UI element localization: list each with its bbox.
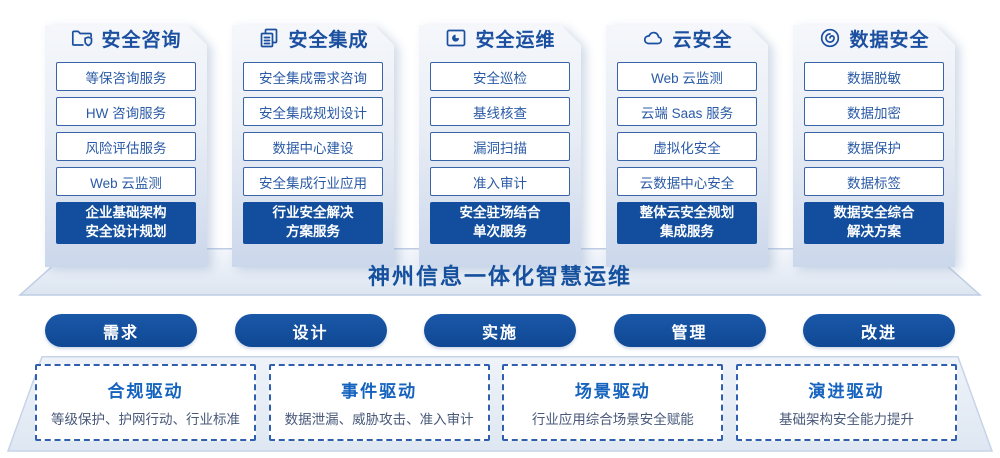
column-header: 安全咨询 bbox=[45, 25, 207, 51]
pill-implementation: 实施 bbox=[424, 314, 576, 347]
service-item: 数据脱敏 bbox=[804, 62, 944, 91]
service-item: 安全集成需求咨询 bbox=[243, 62, 383, 91]
driver-subtitle: 基础架构安全能力提升 bbox=[778, 412, 914, 427]
driver-title: 事件驱动 bbox=[341, 382, 418, 401]
service-columns: 安全咨询 等保咨询服务 HW 咨询服务 风险评估服务 Web 云监测 企业基础架… bbox=[45, 10, 955, 267]
column-cloud-security: 云安全 Web 云监测 云端 Saas 服务 虚拟化安全 云数据中心安全 整体云… bbox=[606, 10, 768, 267]
banner-title: 神州信息一体化智慧运维 bbox=[367, 264, 632, 289]
service-item: 准入审计 bbox=[430, 167, 570, 196]
pill-requirement: 需求 bbox=[45, 314, 197, 347]
driver-title: 场景驱动 bbox=[574, 382, 651, 401]
column-header: 安全运维 bbox=[419, 25, 581, 51]
service-item: 安全集成规划设计 bbox=[243, 97, 383, 126]
service-item: Web 云监测 bbox=[617, 62, 757, 91]
column-security-operations: 安全运维 安全巡检 基线核查 漏洞扫描 准入审计 安全驻场结合 单次服务 bbox=[419, 10, 581, 267]
column-title: 安全咨询 bbox=[101, 29, 182, 51]
service-item: 虚拟化安全 bbox=[617, 132, 757, 161]
cloud-icon bbox=[644, 31, 663, 45]
service-item: 数据标签 bbox=[804, 167, 944, 196]
pill-management: 管理 bbox=[613, 314, 766, 347]
service-item: Web 云监测 bbox=[56, 167, 196, 196]
service-item: 漏洞扫描 bbox=[430, 132, 570, 161]
column-highlight: 行业安全解决 方案服务 bbox=[243, 202, 383, 244]
folder-shield-icon bbox=[72, 30, 93, 47]
process-pills: 需求 设计 实施 管理 改进 bbox=[45, 314, 955, 347]
driver-subtitle: 行业应用综合场景安全赋能 bbox=[531, 412, 694, 427]
column-security-consulting: 安全咨询 等保咨询服务 HW 咨询服务 风险评估服务 Web 云监测 企业基础架… bbox=[45, 10, 207, 267]
service-item: HW 咨询服务 bbox=[56, 97, 196, 126]
driver-scenario: 场景驱动 行业应用综合场景安全赋能 bbox=[502, 364, 724, 441]
column-highlight: 数据安全综合 解决方案 bbox=[804, 202, 944, 244]
driver-evolution: 演进驱动 基础架构安全能力提升 bbox=[735, 364, 957, 441]
pill-design: 设计 bbox=[234, 314, 387, 347]
column-highlight: 安全驻场结合 单次服务 bbox=[430, 202, 570, 244]
column-title: 安全集成 bbox=[288, 29, 369, 51]
service-item: 数据加密 bbox=[804, 97, 944, 126]
service-item: 云端 Saas 服务 bbox=[617, 97, 757, 126]
driver-subtitle: 数据泄漏、威胁攻击、准入审计 bbox=[284, 412, 474, 427]
pill-improvement: 改进 bbox=[803, 314, 955, 347]
service-item: 数据保护 bbox=[804, 132, 944, 161]
service-item: 等保咨询服务 bbox=[56, 62, 196, 91]
column-title: 安全运维 bbox=[475, 29, 556, 51]
column-data-security: 数据安全 数据脱敏 数据加密 数据保护 数据标签 数据安全综合 解决方案 bbox=[793, 10, 955, 267]
driver-incident: 事件驱动 数据泄漏、威胁攻击、准入审计 bbox=[268, 364, 490, 441]
service-item: 基线核查 bbox=[430, 97, 570, 126]
driver-subtitle: 等级保护、护网行动、行业标准 bbox=[51, 412, 240, 427]
driver-title: 演进驱动 bbox=[808, 382, 885, 401]
column-header: 安全集成 bbox=[232, 25, 394, 51]
service-item: 云数据中心安全 bbox=[617, 167, 757, 196]
monitor-pie-icon bbox=[447, 29, 466, 47]
service-item: 安全集成行业应用 bbox=[243, 167, 383, 196]
column-highlight: 整体云安全规划 集成服务 bbox=[617, 202, 757, 244]
driver-boxes: 合规驱动 等级保护、护网行动、行业标准 事件驱动 数据泄漏、威胁攻击、准入审计 … bbox=[35, 364, 957, 441]
column-header: 云安全 bbox=[606, 25, 768, 51]
service-item: 安全巡检 bbox=[430, 62, 570, 91]
column-title: 云安全 bbox=[672, 29, 733, 51]
column-title: 数据安全 bbox=[849, 29, 930, 51]
service-item: 数据中心建设 bbox=[243, 132, 383, 161]
driver-compliance: 合规驱动 等级保护、护网行动、行业标准 bbox=[35, 364, 256, 441]
stacked-docs-icon bbox=[261, 28, 278, 48]
service-item: 风险评估服务 bbox=[56, 132, 196, 161]
column-highlight: 企业基础架构 安全设计规划 bbox=[56, 202, 196, 244]
column-header: 数据安全 bbox=[793, 25, 955, 51]
data-spiral-icon bbox=[821, 28, 840, 48]
column-security-integration: 安全集成 安全集成需求咨询 安全集成规划设计 数据中心建设 安全集成行业应用 行… bbox=[232, 10, 394, 267]
driver-title: 合规驱动 bbox=[107, 382, 184, 401]
